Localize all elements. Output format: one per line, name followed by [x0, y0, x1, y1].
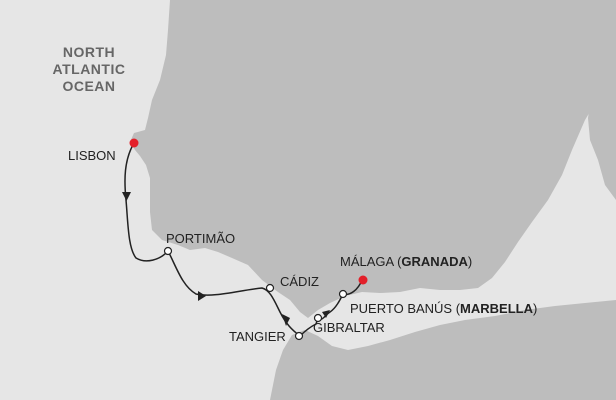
route-arrow-icon: [282, 314, 290, 326]
ocean-label-line-2: ATLANTIC: [53, 61, 126, 77]
port-label-malaga-name: MÁLAGA (: [340, 254, 402, 269]
port-label-gibraltar: GIBRALTAR: [313, 320, 385, 335]
port-marker-gibraltar[interactable]: [313, 313, 323, 323]
port-label-puerto-banus-close: ): [533, 301, 537, 316]
port-label-puerto-banus: PUERTO BANÚS (MARBELLA): [350, 301, 537, 316]
route-arrow-icon: [198, 291, 206, 301]
north-africa-landmass: [270, 300, 616, 400]
port-marker-puerto-banus[interactable]: [338, 289, 348, 299]
ocean-label-line-3: OCEAN: [62, 78, 115, 94]
port-label-lisbon: LISBON: [68, 148, 116, 163]
ocean-label-line-1: NORTH: [63, 44, 115, 60]
port-label-puerto-banus-name: PUERTO BANÚS (: [350, 301, 461, 316]
iberia-landmass: [130, 0, 616, 318]
port-label-malaga-close: ): [468, 254, 472, 269]
port-marker-malaga[interactable]: [358, 275, 368, 285]
east-coast-landmass: [588, 50, 616, 200]
port-marker-cadiz[interactable]: [265, 283, 275, 293]
cruise-route-line: [124, 142, 363, 337]
port-label-malaga-extra: GRANADA: [401, 254, 468, 269]
port-label-puerto-banus-extra: MARBELLA: [460, 301, 534, 316]
port-label-portimao: PORTIMÃO: [166, 231, 235, 246]
ocean-label: NORTH ATLANTIC OCEAN: [53, 44, 126, 94]
route-arrow-icon: [122, 192, 131, 201]
port-label-tangier: TANGIER: [229, 329, 286, 344]
port-marker-tangier[interactable]: [294, 331, 304, 341]
port-marker-portimao[interactable]: [163, 246, 173, 256]
port-marker-lisbon[interactable]: [129, 138, 139, 148]
port-label-malaga: MÁLAGA (GRANADA): [340, 254, 472, 269]
route-arrow-icon: [322, 310, 330, 318]
port-label-cadiz: CÁDIZ: [280, 274, 319, 289]
